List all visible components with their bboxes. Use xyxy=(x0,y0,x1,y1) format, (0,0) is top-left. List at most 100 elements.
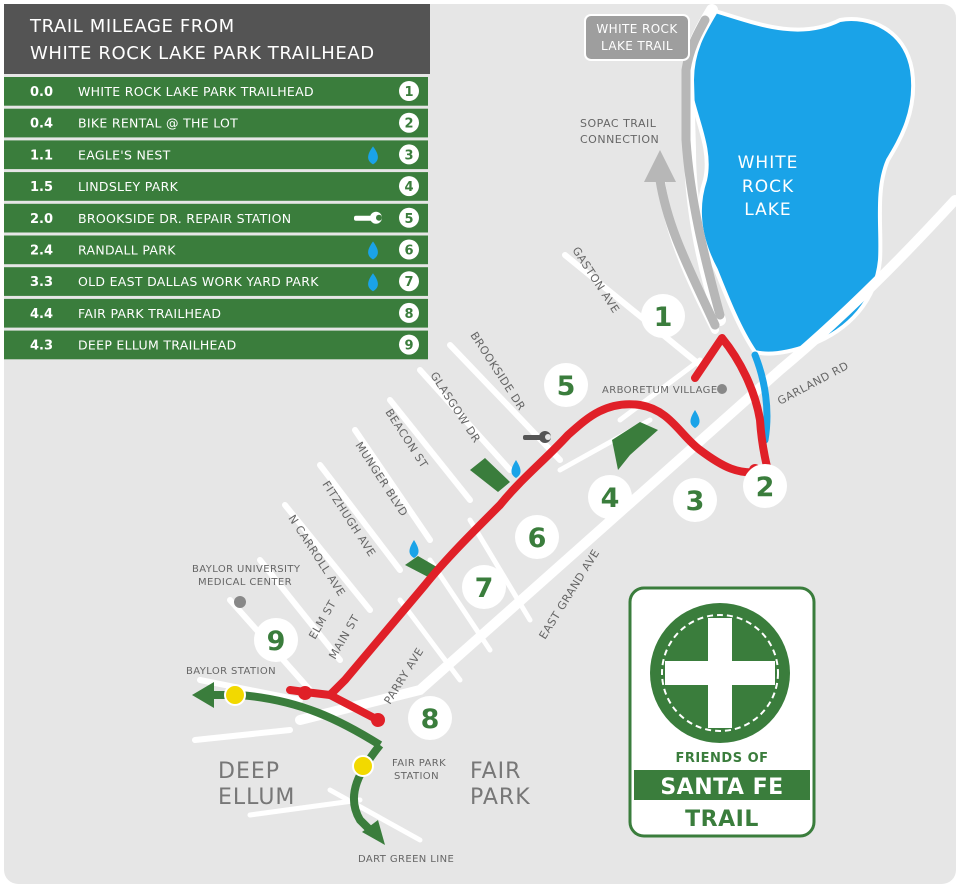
legend-number-badge xyxy=(399,334,419,355)
friends-of-santa-fe-trail-logo: FRIENDS OF SANTA FE TRAIL xyxy=(628,586,816,838)
legend-row: 3.3 OLD EAST DALLAS WORK YARD PARK 7 xyxy=(4,267,428,296)
white-rock-trail-label: LAKE TRAIL xyxy=(601,39,673,53)
baylor-medical-label: BAYLOR UNIVERSITY xyxy=(192,564,301,575)
legend-row: 2.0 BROOKSIDE DR. REPAIR STATION 5 xyxy=(4,203,428,233)
svg-text:9: 9 xyxy=(267,626,286,657)
sopac-label: CONNECTION xyxy=(580,133,659,146)
legend-title: TRAIL MILEAGE FROM xyxy=(29,16,235,37)
sopac-trail-connection xyxy=(655,175,720,330)
legend-row-background xyxy=(4,235,428,265)
water-drop-icon xyxy=(690,410,700,428)
legend-number-badge xyxy=(399,81,419,101)
arboretum-label: ARBORETUM VILLAGE xyxy=(602,385,718,396)
white-rock-trail-badge xyxy=(584,14,690,61)
legend-mileage: 4.4 xyxy=(30,307,53,322)
legend-title: WHITE ROCK LAKE PARK TRAILHEAD xyxy=(30,43,375,64)
map-marker-8: 8 xyxy=(408,696,452,740)
lake-label: LAKE xyxy=(744,200,791,220)
sopac-arrow-icon xyxy=(644,150,676,182)
legend-mileage: 1.5 xyxy=(30,180,53,195)
legend-place-name: OLD EAST DALLAS WORK YARD PARK xyxy=(78,274,319,289)
svg-text:4: 4 xyxy=(601,483,620,514)
legend-mileage: 2.0 xyxy=(30,212,53,227)
baylor-medical-center-dot xyxy=(234,596,246,608)
dart-arrow-south-icon xyxy=(362,820,385,845)
deep-ellum-label: DEEP xyxy=(218,759,280,784)
legend-mileage: 1.1 xyxy=(30,148,53,163)
legend-row: 1.1 EAGLE'S NEST 3 xyxy=(4,140,428,170)
legend-row-background xyxy=(4,298,428,328)
map-marker-5: 5 xyxy=(544,363,588,407)
map-marker-9: 9 xyxy=(254,618,298,662)
creek xyxy=(751,351,771,444)
fair-park-label: PARK xyxy=(470,785,531,810)
legend-row-background xyxy=(4,140,428,170)
legend-place-name: WHITE ROCK LAKE PARK TRAILHEAD xyxy=(78,84,314,99)
arboretum-village-dot xyxy=(717,384,727,394)
fair-park-station-dot xyxy=(352,755,374,777)
svg-text:3: 3 xyxy=(686,486,705,517)
santa-fe-trail xyxy=(286,334,772,699)
svg-text:8: 8 xyxy=(421,704,440,735)
logo-text: SANTA FE xyxy=(660,775,783,800)
santa-fe-trail-spur xyxy=(326,691,382,724)
legend-number-badge xyxy=(399,144,419,165)
legend-mileage: 3.3 xyxy=(30,275,53,290)
legend-row: 2.4 RANDALL PARK 6 xyxy=(4,235,428,265)
randall-park xyxy=(470,458,510,492)
water-drop-icon xyxy=(368,273,378,292)
legend-place-name: BROOKSIDE DR. REPAIR STATION xyxy=(78,211,291,226)
map-marker-2: 2 xyxy=(743,464,787,508)
water-drop-icon xyxy=(511,460,521,478)
white-rock-lake xyxy=(686,7,916,356)
lake-label: WHITE xyxy=(738,153,799,173)
legend-place-name: RANDALL PARK xyxy=(78,243,176,258)
legend-header xyxy=(4,4,430,74)
trail-node xyxy=(298,686,312,700)
svg-text:5: 5 xyxy=(557,371,576,402)
legend-number: 1 xyxy=(404,85,413,100)
legend-place-name: FAIR PARK TRAILHEAD xyxy=(78,306,221,321)
legend-row: 0.0 WHITE ROCK LAKE PARK TRAILHEAD 1 xyxy=(4,77,428,106)
legend-number-badge xyxy=(399,207,419,228)
legend-number: 5 xyxy=(404,212,413,227)
lake-label: ROCK xyxy=(742,177,794,197)
fair-park-station-label: STATION xyxy=(394,771,439,782)
legend-number: 3 xyxy=(404,148,413,163)
legend-mileage: 2.4 xyxy=(30,244,53,259)
white-rock-lake-trail xyxy=(681,15,725,320)
dart-green-line xyxy=(210,691,383,749)
dart-green-line-south xyxy=(349,742,384,835)
legend-place-name: LINDSLEY PARK xyxy=(78,179,179,194)
legend-row-background xyxy=(4,330,428,360)
legend-number: 6 xyxy=(404,244,413,259)
legend-number: 4 xyxy=(404,180,413,195)
legend-mileage: 4.3 xyxy=(30,339,53,354)
wrench-icon xyxy=(354,211,382,224)
water-drop-icon xyxy=(368,241,378,260)
legend-mileage: 0.0 xyxy=(30,85,53,100)
map-marker-3: 3 xyxy=(673,478,717,522)
water-drop-icon xyxy=(368,146,378,165)
legend-number-badge xyxy=(399,239,419,260)
svg-text:7: 7 xyxy=(475,573,494,604)
legend-place-name: BIKE RENTAL @ THE LOT xyxy=(78,116,238,131)
map-marker-7: 7 xyxy=(462,565,506,609)
legend-row-background xyxy=(4,267,428,296)
legend-number: 7 xyxy=(404,275,413,290)
legend-row-background xyxy=(4,77,428,106)
logo-text: FRIENDS OF xyxy=(675,751,768,766)
legend-number: 2 xyxy=(404,117,413,132)
legend-place-name: EAGLE'S NEST xyxy=(78,147,171,162)
legend-row-background xyxy=(4,108,428,138)
mileage-legend: TRAIL MILEAGE FROM WHITE ROCK LAKE PARK … xyxy=(4,4,430,362)
legend-number: 9 xyxy=(404,339,413,354)
dart-arrow-west-icon xyxy=(192,682,214,708)
wrench-icon xyxy=(523,431,551,443)
baylor-medical-label: MEDICAL CENTER xyxy=(198,577,292,588)
baylor-station-label: BAYLOR STATION xyxy=(186,666,276,677)
white-rock-trail-label: WHITE ROCK xyxy=(596,22,678,36)
svg-text:2: 2 xyxy=(756,472,775,503)
